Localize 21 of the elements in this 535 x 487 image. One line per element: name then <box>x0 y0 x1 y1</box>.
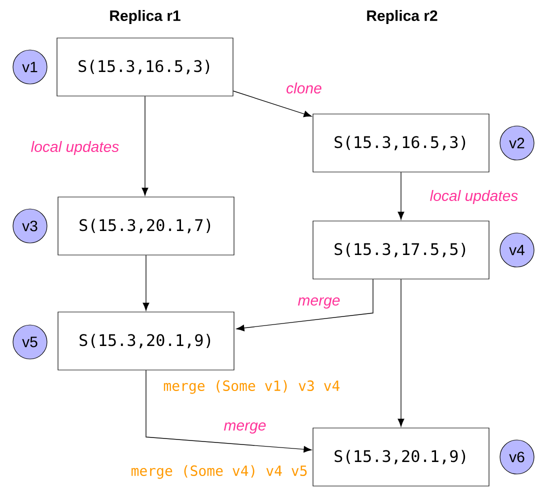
arrow <box>142 96 148 196</box>
arrow <box>236 278 374 332</box>
arrow <box>232 90 312 118</box>
edge-label: merge <box>296 296 342 310</box>
column-heading: Replica r2 <box>367 10 438 24</box>
state-box: S(15.3,17.5,5) <box>312 220 490 280</box>
arrow <box>398 278 404 427</box>
edge-label: merge <box>222 421 268 435</box>
arrow <box>142 254 150 311</box>
edge-label: local updates <box>30 140 120 156</box>
state-box: S(15.3,16.5,3) <box>56 38 234 96</box>
edge-label: clone <box>285 82 323 94</box>
arrow <box>398 172 404 220</box>
state-box: S(15.3,20.1,7) <box>58 196 234 256</box>
edge-label: local updates <box>428 189 520 205</box>
arrow <box>146 370 312 453</box>
state-box: S(15.3,20.1,9) <box>58 312 234 370</box>
code-annotation: merge (Some v1) v3 v4 <box>164 380 340 394</box>
state-box: S(15.3,16.5,3) <box>312 114 490 172</box>
column-heading: Replica r1 <box>110 10 180 24</box>
state-box: S(15.3,20.1,9) <box>312 428 490 486</box>
